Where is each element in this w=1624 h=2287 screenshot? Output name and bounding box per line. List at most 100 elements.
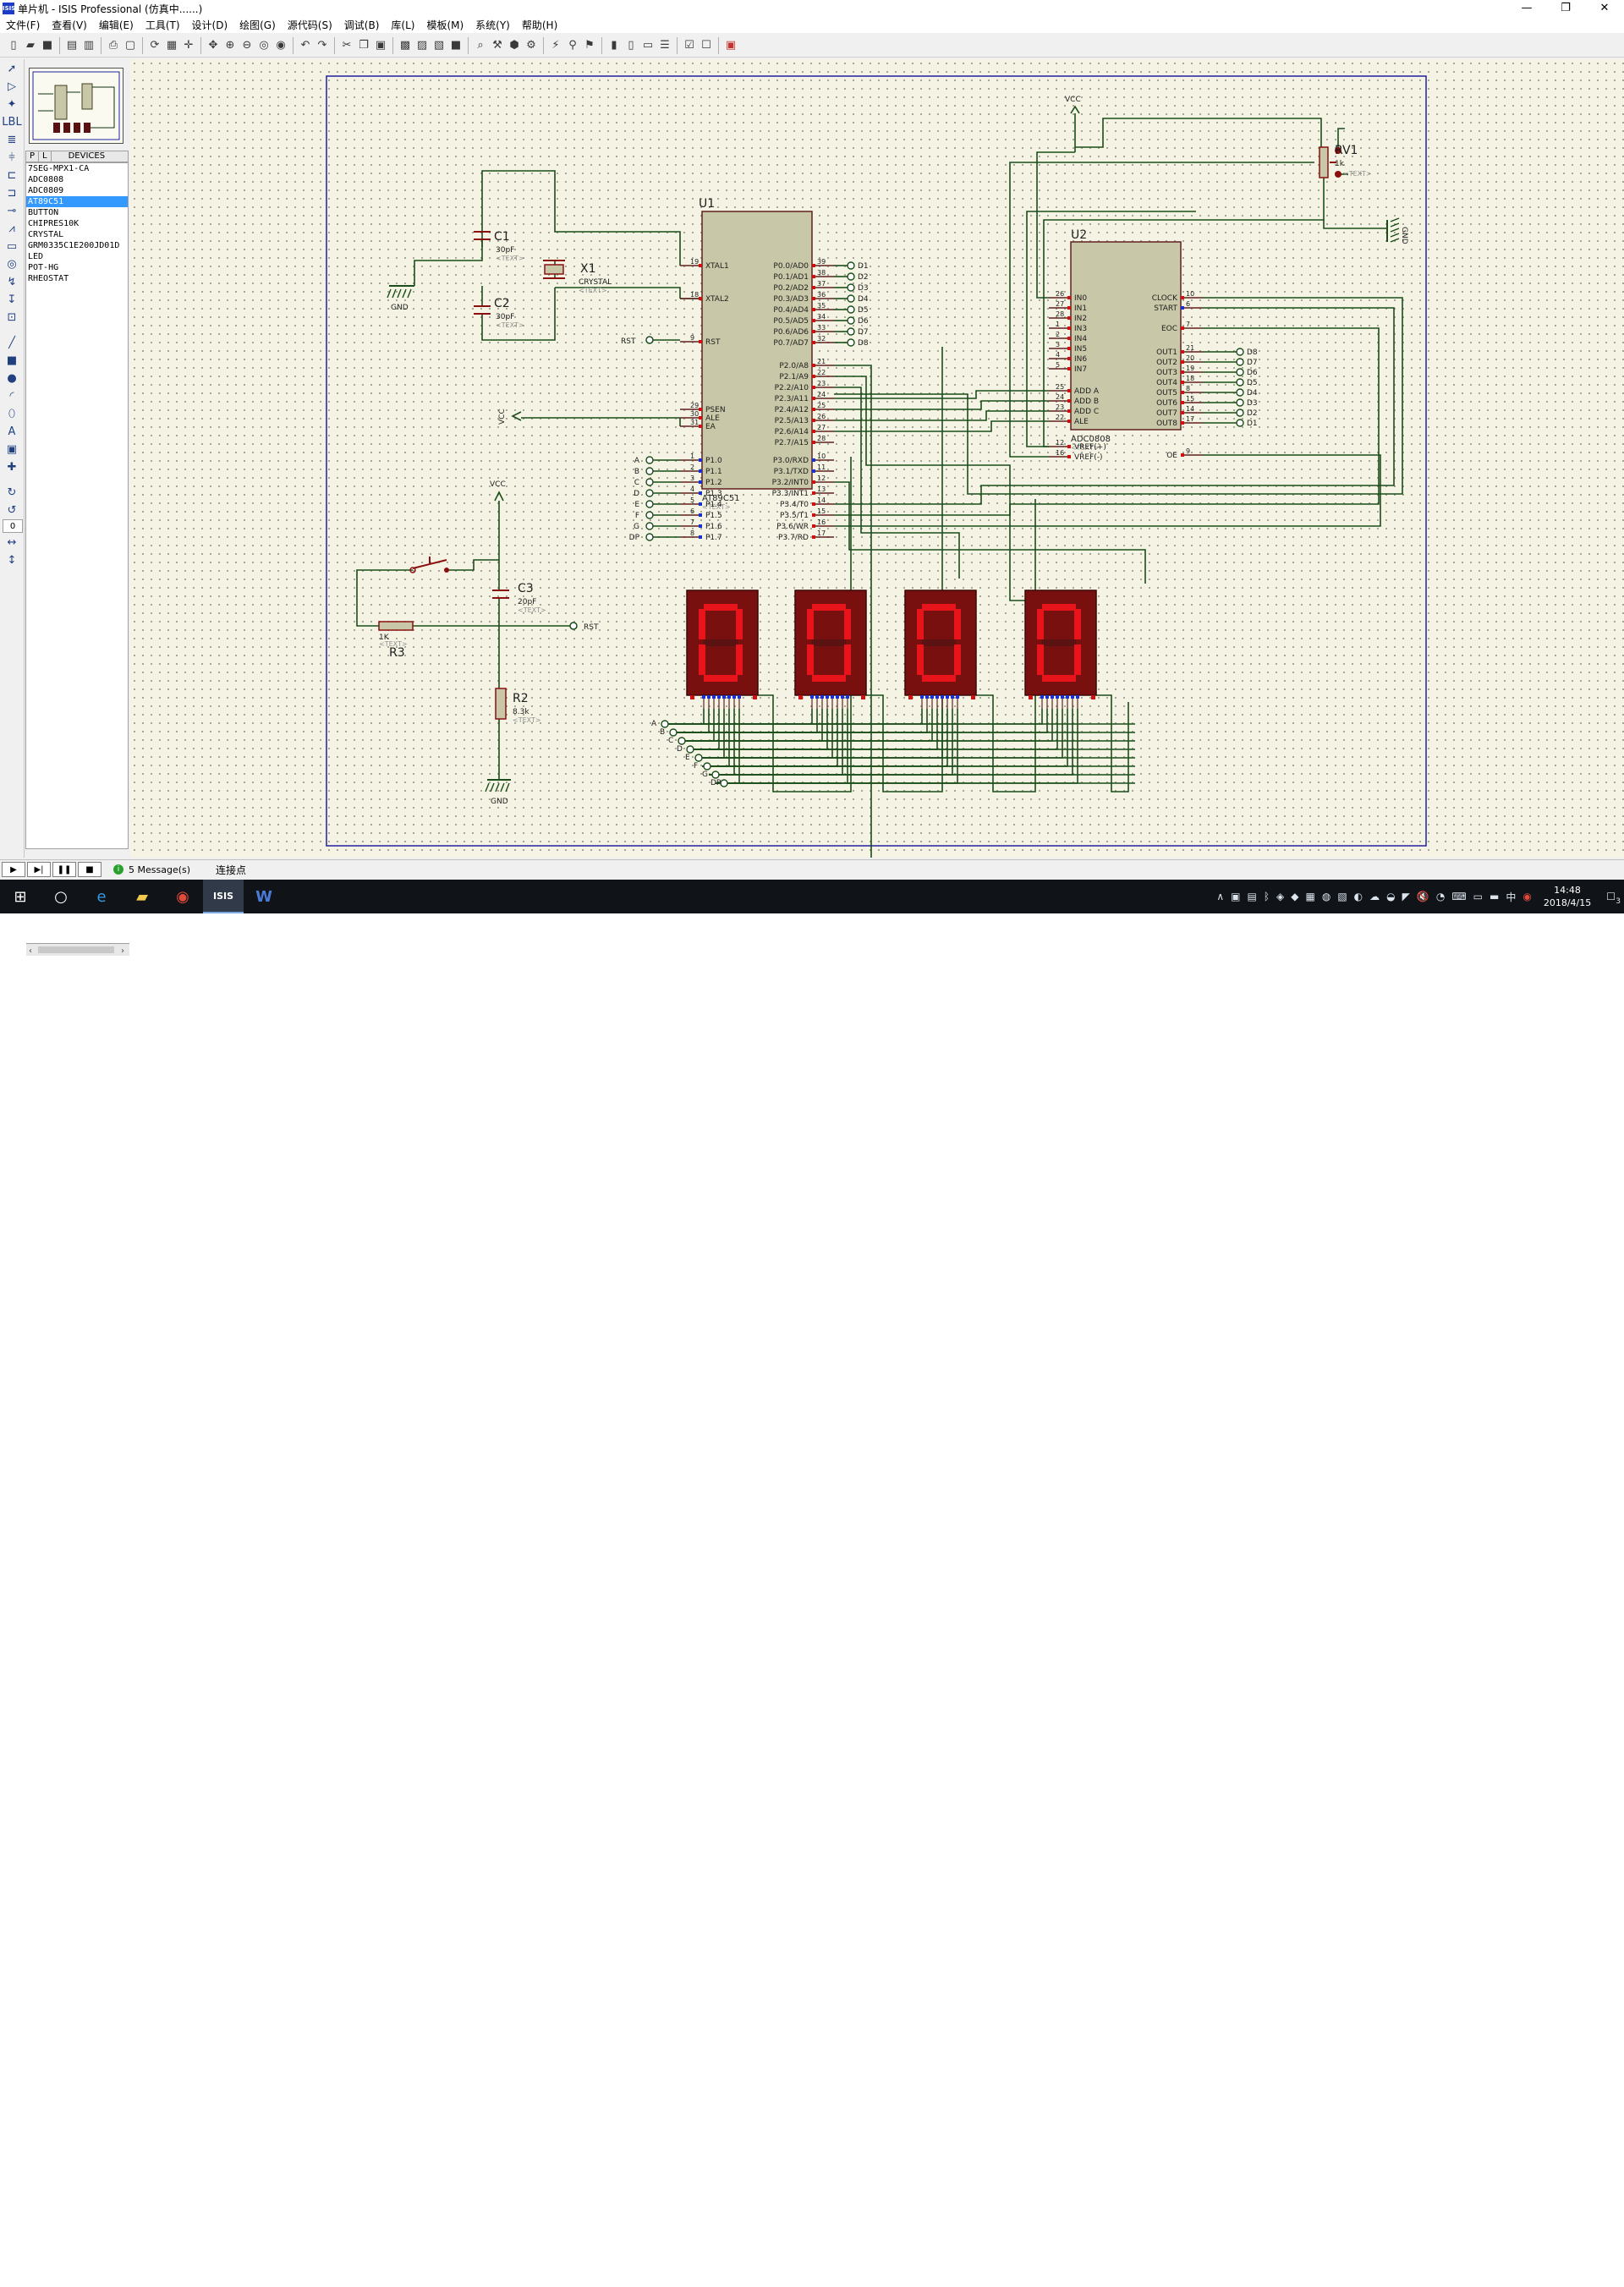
bill-of-materials-icon[interactable]: ☰ xyxy=(660,39,670,52)
edge-browser-icon[interactable]: e xyxy=(96,887,107,906)
tray-app-icon[interactable]: ◔ xyxy=(1435,891,1446,902)
paste-icon[interactable]: ▣ xyxy=(375,39,387,52)
print-icon[interactable]: ⎙ xyxy=(108,39,118,52)
device-item[interactable]: CRYSTAL xyxy=(28,230,64,239)
device-item[interactable]: ADC0809 xyxy=(28,186,64,195)
device-item[interactable]: GRM0335C1E200JD01D xyxy=(28,241,120,250)
search-tag-icon[interactable]: ⚲ xyxy=(568,39,577,52)
tape-recorder-icon[interactable]: ▭ xyxy=(6,239,18,253)
gnd-terminal-crystal[interactable]: GND xyxy=(387,285,414,312)
device-item[interactable]: 7SEG-MPX1-CA xyxy=(28,164,90,173)
open-folder-icon[interactable]: ▰ xyxy=(26,39,35,52)
capacitor-c3[interactable]: C3 20pF <TEXT> xyxy=(492,582,546,614)
remove-sheet-icon[interactable]: ▯ xyxy=(628,39,634,52)
menu-design[interactable]: 设计(D) xyxy=(191,19,228,31)
export-icon[interactable]: ▥ xyxy=(83,39,95,52)
mirror-horizontal-icon[interactable]: ↔ xyxy=(7,535,17,549)
device-item[interactable]: POT-HG xyxy=(28,263,59,272)
subcircuit-icon[interactable]: ⊏ xyxy=(7,168,17,182)
play-button[interactable]: ▶ xyxy=(2,862,25,877)
tray-app-icon[interactable]: ▧ xyxy=(1337,891,1347,902)
menu-edit[interactable]: 编辑(E) xyxy=(98,19,134,31)
menu-library[interactable]: 库(L) xyxy=(391,19,415,31)
path-tool-icon[interactable]: ⬯ xyxy=(8,407,16,420)
step-button[interactable]: ▶| xyxy=(27,862,51,877)
overview-window[interactable] xyxy=(29,68,123,144)
zoom-in-icon[interactable]: ⊕ xyxy=(225,39,235,52)
battery-icon[interactable]: ▬ xyxy=(1489,891,1500,902)
virtual-instruments-icon[interactable]: ⊡ xyxy=(7,310,17,324)
gnd-terminal-reset[interactable]: GND xyxy=(485,779,511,806)
menu-debug[interactable]: 调试(B) xyxy=(343,19,380,31)
device-pins-icon[interactable]: ⊸ xyxy=(7,204,17,217)
volume-muted-icon[interactable]: 🔇 xyxy=(1416,891,1429,902)
close-button[interactable]: ✕ xyxy=(1599,2,1610,14)
current-probe-icon[interactable]: ↧ xyxy=(7,293,17,306)
generator-icon[interactable]: ◎ xyxy=(7,257,17,271)
line-tool-icon[interactable]: ╱ xyxy=(8,336,15,349)
component-mode-icon[interactable]: ▷ xyxy=(8,80,16,93)
button-reset[interactable] xyxy=(409,557,449,573)
junction-dot-icon[interactable]: ✦ xyxy=(7,97,17,111)
device-list[interactable]: 7SEG-MPX1-CA ADC0808 ADC0809 AT89C51 BUT… xyxy=(25,162,129,956)
potentiometer-rv1[interactable]: RV1 1k <TEXT> xyxy=(1319,144,1372,178)
new-sheet-icon[interactable]: ▮ xyxy=(611,39,617,52)
text-script-icon[interactable]: ≣ xyxy=(7,133,17,146)
menu-system[interactable]: 系统(Y) xyxy=(475,19,510,31)
capacitor-c1[interactable]: C1 30pF <TEXT> xyxy=(474,230,524,262)
device-item[interactable]: RHEOSTAT xyxy=(28,274,69,283)
bluetooth-icon[interactable]: ᛒ xyxy=(1263,891,1270,902)
box-tool-icon[interactable]: ■ xyxy=(6,354,18,367)
chrome-icon[interactable]: ◉ xyxy=(176,887,189,906)
gnd-terminal-pot[interactable]: GND xyxy=(1386,217,1408,244)
device-item[interactable]: ADC0808 xyxy=(28,175,64,184)
terminals-icon[interactable]: ⊐ xyxy=(7,186,17,200)
restore-button[interactable]: ❐ xyxy=(1561,2,1571,14)
goto-sheet-icon[interactable]: ▭ xyxy=(642,39,654,52)
menu-template[interactable]: 模板(M) xyxy=(426,19,464,31)
ime-indicator[interactable]: 中 xyxy=(1506,891,1517,903)
search-icon[interactable]: ○ xyxy=(54,887,68,906)
taskbar-clock[interactable]: 14:48 2018/4/15 xyxy=(1544,884,1591,909)
tray-app-icon[interactable]: ◍ xyxy=(1321,891,1331,902)
selection-mode-icon[interactable]: ➚ xyxy=(7,62,17,75)
symbol-tool-icon[interactable]: ▣ xyxy=(6,442,18,456)
tray-app-icon[interactable]: ▤ xyxy=(1247,891,1257,902)
property-tool-icon[interactable]: ⚑ xyxy=(584,39,595,52)
origin-icon[interactable]: ✛ xyxy=(184,39,194,52)
device-item[interactable]: LED xyxy=(28,252,44,261)
zoom-out-icon[interactable]: ⊖ xyxy=(242,39,252,52)
u2-adc0808[interactable]: U2 ADC0808 <TEXT> 26IN027IN128IN21IN32IN… xyxy=(1049,228,1203,462)
cut-icon[interactable]: ✂ xyxy=(342,39,352,52)
tray-app-icon[interactable]: ◈ xyxy=(1276,891,1285,902)
marker-tool-icon[interactable]: ✚ xyxy=(7,460,17,474)
pick-tab[interactable]: P xyxy=(26,151,40,162)
u1-at89c51[interactable]: U1 AT89C51 <TEXT> 19XTAL118XTAL29RST29PS… xyxy=(680,197,834,542)
wire-autorouter-icon[interactable]: ⚡ xyxy=(551,39,560,52)
buses-icon[interactable]: ⫩ xyxy=(8,151,15,164)
device-item[interactable]: BUTTON xyxy=(28,208,59,217)
zoom-area-icon[interactable]: ◉ xyxy=(276,39,286,52)
device-item[interactable]: CHIPRES10K xyxy=(28,219,80,228)
tray-app-icon[interactable]: ◤ xyxy=(1402,891,1410,902)
word-icon[interactable]: W xyxy=(255,887,272,906)
grid-icon[interactable]: ▦ xyxy=(166,39,178,52)
rotate-clockwise-icon[interactable]: ↻ xyxy=(7,485,17,499)
zoom-all-icon[interactable]: ◎ xyxy=(259,39,269,52)
network-icon[interactable]: ▭ xyxy=(1473,891,1483,902)
menu-tools[interactable]: 工具(T) xyxy=(145,19,180,31)
copy-icon[interactable]: ❐ xyxy=(359,39,369,52)
device-item-selected[interactable]: AT89C51 xyxy=(26,196,128,207)
tray-app-icon[interactable]: ◆ xyxy=(1291,891,1299,902)
stop-button[interactable]: ■ xyxy=(78,862,102,877)
pick-device-icon[interactable]: ⌕ xyxy=(477,39,484,52)
block-copy-icon[interactable]: ▩ xyxy=(399,39,411,52)
refresh-icon[interactable]: ⟳ xyxy=(150,39,160,52)
minimize-button[interactable]: — xyxy=(1521,2,1533,14)
file-explorer-icon[interactable]: ▰ xyxy=(136,887,148,906)
vcc-terminal-reset[interactable]: VCC xyxy=(490,480,506,502)
messages-indicator[interactable]: i 5 Message(s) xyxy=(113,864,190,875)
tray-app-icon[interactable]: ▣ xyxy=(1231,891,1241,902)
menu-file[interactable]: 文件(F) xyxy=(6,19,41,31)
print-area-icon[interactable]: ▢ xyxy=(124,39,136,52)
